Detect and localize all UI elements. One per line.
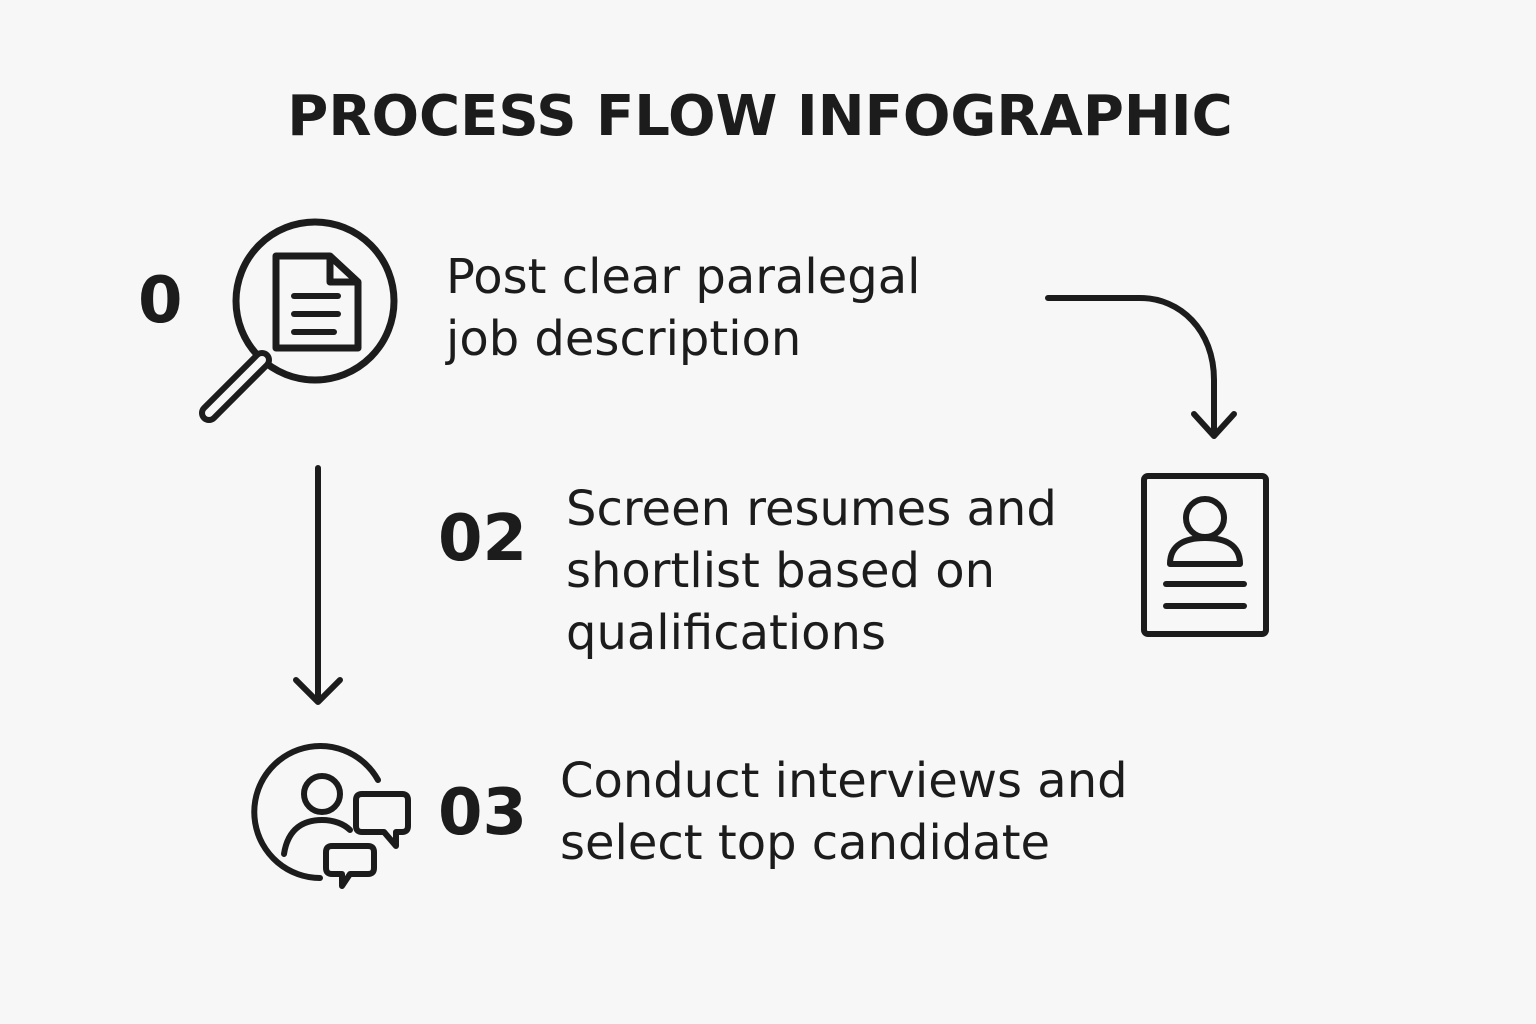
magnifier-document-icon <box>199 218 398 423</box>
interview-chat-icon <box>251 743 411 889</box>
step-3-number: 03 <box>438 776 528 850</box>
step-3-text: Conduct interviews and select top candid… <box>560 750 1128 874</box>
step-2-number: 02 <box>438 502 528 576</box>
step-1-line-2: job description <box>446 311 802 367</box>
step-2-text: Screen resumes and shortlist based on qu… <box>566 478 1057 664</box>
step-2-line-1: Screen resumes and <box>566 481 1057 537</box>
step-1-line-1: Post clear paralegal <box>446 249 921 305</box>
down-arrow-icon <box>293 465 343 705</box>
page-title: PROCESS FLOW INFOGRAPHIC <box>287 84 1233 149</box>
step-1-number: 0 <box>138 264 183 338</box>
step-3-line-1: Conduct interviews and <box>560 753 1128 809</box>
resume-profile-icon <box>1141 473 1269 637</box>
curved-arrow-icon <box>1045 295 1237 439</box>
step-2-line-3: qualifications <box>566 605 886 661</box>
step-3-line-2: select top candidate <box>560 815 1051 871</box>
step-1-text: Post clear paralegal job description <box>446 246 920 370</box>
step-2-line-2: shortlist based on <box>566 543 996 599</box>
